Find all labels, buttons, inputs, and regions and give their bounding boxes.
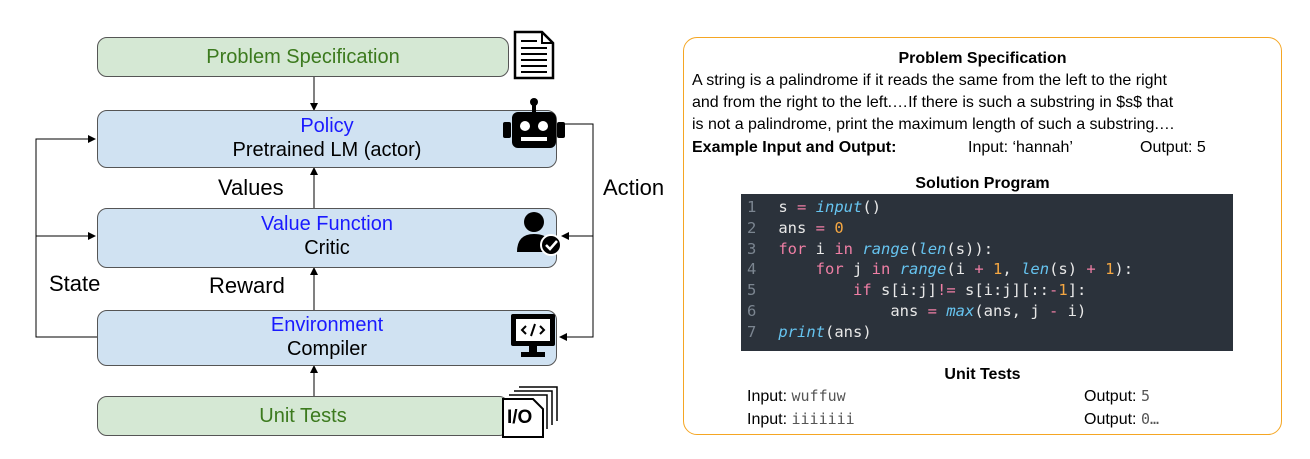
example-row: Example Input and Output: Input: ‘hannah… [692,137,1206,158]
io-files-icon: I/O [499,385,563,439]
test-row: Input: iiiiiii Output: 0… [747,410,1247,429]
spec-line-3: is not a palindrome, print the maximum l… [692,116,1175,133]
diagram-connectors [35,77,594,396]
action-label: Action [603,175,665,200]
code-monitor-icon [511,314,555,357]
environment-title: Environment [270,314,384,336]
test-output-label: Output: [1084,388,1137,405]
test-row: Input: wuffuw Output: 5 [747,387,1247,406]
code-line: 1 s = input() [747,198,882,216]
problem-spec-label: Problem Specification [206,46,400,68]
code-line: 5 if s[i:j]!= s[i:j][::-1]: [747,281,1087,300]
code-block: 1 s = input() 2 ans = 0 3 for i in range… [741,194,1233,351]
test-output-label: Output: [1084,411,1137,428]
policy-title: Policy [300,115,354,137]
problem-spec-box: Problem Specification [97,37,509,77]
environment-subtitle: Compiler [286,338,368,360]
code-line: 7 print(ans) [747,322,872,341]
environment-box: Environment Compiler [97,310,557,366]
robot-icon [503,98,565,148]
reward-label: Reward [209,273,285,298]
test-input-value: wuffuw [791,387,846,405]
example-output: Output: 5 [1140,139,1206,156]
test-input-label: Input: [747,411,788,428]
test-output-value: 0… [1140,410,1159,428]
example-input: Input: ‘hannah’ [968,139,1073,156]
rl-diagram: Problem Specification Policy Pretrained … [35,30,665,439]
code-line: 2 ans = 0 [747,218,844,237]
action-loop [559,123,594,341]
value-function-title: Value Function [261,213,393,235]
test-input-label: Input: [747,388,788,405]
code-line: 6 ans = max(ans, j - i) [747,301,1087,320]
unit-tests-box: Unit Tests [97,396,509,436]
value-function-subtitle: Critic [304,237,350,259]
policy-box: Policy Pretrained LM (actor) [97,110,557,168]
example-panel: Problem Specification A string is a pali… [683,37,1282,435]
state-label: State [49,271,101,296]
io-icon-label: I/O [507,407,533,428]
code-line: 3 for i in range(len(s)): [747,239,994,258]
test-input-value: iiiiiii [791,410,855,428]
user-check-icon [517,212,562,256]
example-label: Example Input and Output: [692,139,897,156]
unit-tests-label: Unit Tests [259,405,347,427]
spec-title: Problem Specification [898,50,1067,67]
solution-title: Solution Program [915,175,1050,192]
state-loop [35,135,98,338]
spec-line-2: and from the right to the left.…If there… [692,94,1174,111]
spec-line-1: A string is a palindrome if it reads the… [692,72,1167,89]
unit-tests-title: Unit Tests [944,366,1021,383]
test-output-value: 5 [1140,387,1150,405]
code-line: 4 for j in range(i + 1, len(s) + 1): [747,260,1134,279]
value-function-box: Value Function Critic [97,208,557,268]
policy-subtitle: Pretrained LM (actor) [232,139,422,161]
document-icon [513,30,555,80]
values-label: Values [218,175,284,200]
